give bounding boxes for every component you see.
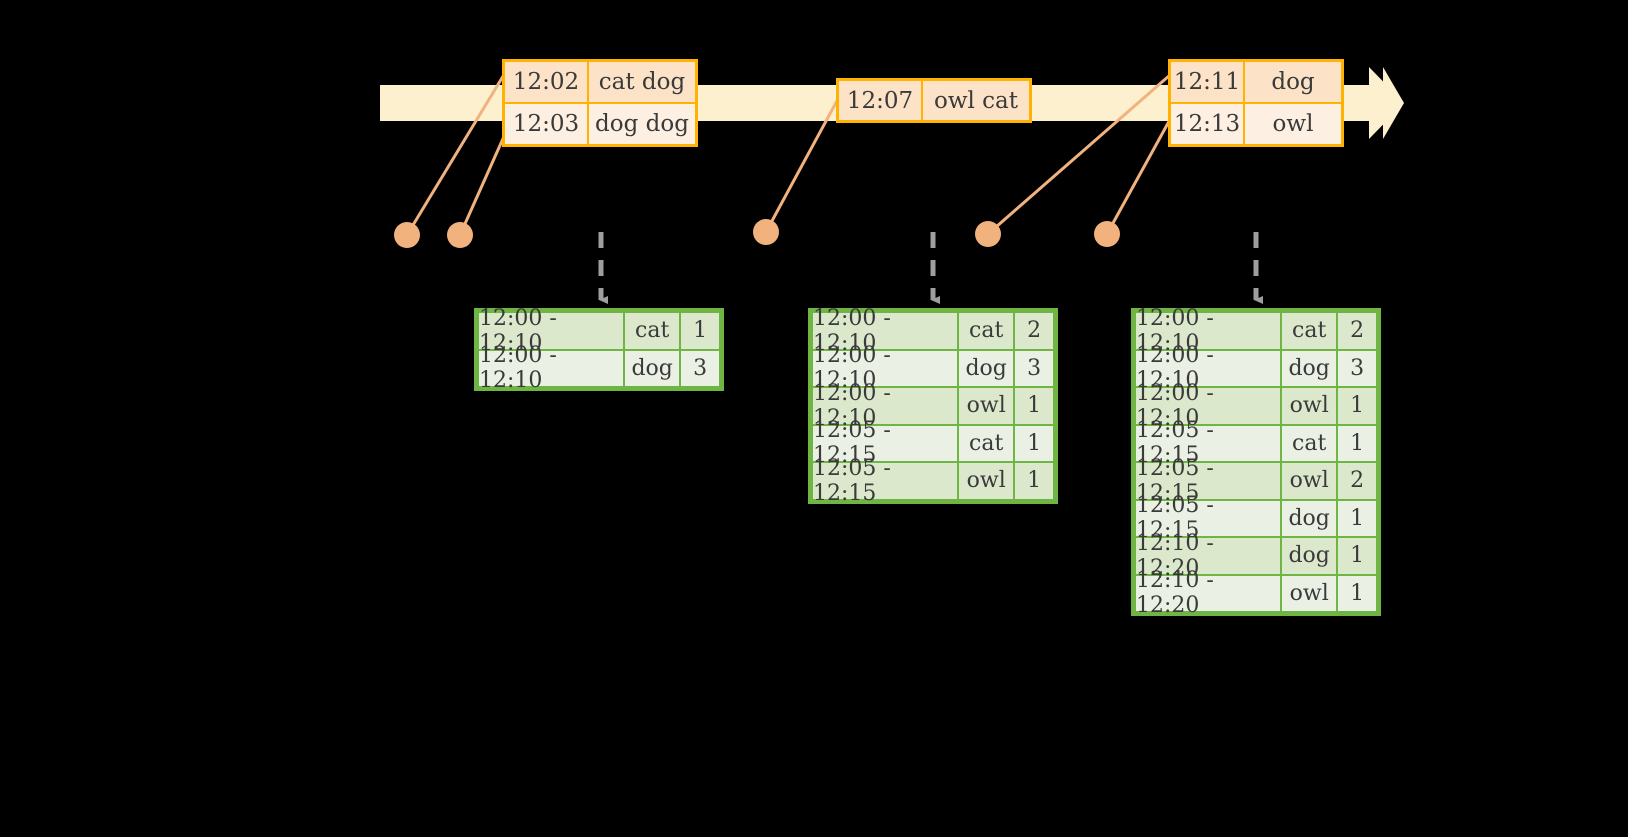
cell-word: owl xyxy=(958,387,1015,425)
event-words: dog dog xyxy=(589,104,695,144)
cell-count: 1 xyxy=(1014,424,1054,462)
cell-count: 3 xyxy=(1014,349,1054,387)
cell-count: 3 xyxy=(1337,349,1377,387)
cell-word: owl xyxy=(958,462,1015,500)
event-time: 12:11 xyxy=(1171,62,1245,102)
cell-word: owl xyxy=(1281,462,1338,500)
cell-window: 12:00 - 12:10 xyxy=(812,306,959,356)
cell-word: cat xyxy=(1281,424,1338,462)
cell-window: 12:05 - 12:15 xyxy=(812,418,959,468)
event-words: owl cat xyxy=(923,81,1029,120)
cell-word: dog xyxy=(958,349,1015,387)
event-words: dog xyxy=(1245,62,1341,102)
cell-window: 12:00 - 12:10 xyxy=(812,343,959,393)
event-time: 12:13 xyxy=(1171,104,1245,144)
cell-window: 12:00 - 12:10 xyxy=(1135,306,1282,356)
cell-count: 1 xyxy=(1337,424,1377,462)
cell-count: 1 xyxy=(1014,462,1054,500)
cell-word: cat xyxy=(958,312,1015,350)
cell-word: dog xyxy=(1281,349,1338,387)
cell-window: 12:00 - 12:10 xyxy=(478,306,625,356)
cell-count: 2 xyxy=(1014,312,1054,350)
cell-count: 1 xyxy=(1337,499,1377,537)
event-row[interactable]: 12:11 dog xyxy=(1171,62,1341,102)
cell-word: cat xyxy=(624,312,681,350)
cell-window: 12:05 - 12:15 xyxy=(812,456,959,506)
cell-count: 3 xyxy=(680,349,720,387)
event-row[interactable]: 12:03 dog dog xyxy=(505,102,695,144)
event-group-1[interactable]: 12:02 cat dog 12:03 dog dog xyxy=(502,59,698,147)
event-row[interactable]: 12:02 cat dog xyxy=(505,62,695,102)
cell-word: dog xyxy=(1281,499,1338,537)
cell-word: cat xyxy=(1281,312,1338,350)
cell-window: 12:00 - 12:10 xyxy=(1135,381,1282,431)
cell-word: dog xyxy=(624,349,681,387)
event-row[interactable]: 12:13 owl xyxy=(1171,102,1341,144)
event-time: 12:03 xyxy=(505,104,589,144)
cell-window: 12:00 - 12:10 xyxy=(478,343,625,393)
connector-1 xyxy=(394,67,510,248)
cell-word: cat xyxy=(958,424,1015,462)
cell-word: owl xyxy=(1281,574,1338,612)
cell-window: 12:10 - 12:20 xyxy=(1135,568,1282,618)
event-time: 12:07 xyxy=(839,81,923,120)
cell-window: 12:05 - 12:15 xyxy=(1135,456,1282,506)
cell-count: 2 xyxy=(1337,462,1377,500)
event-words: owl xyxy=(1245,104,1341,144)
event-group-3[interactable]: 12:11 dog 12:13 owl xyxy=(1168,59,1344,147)
cell-count: 1 xyxy=(1337,574,1377,612)
event-words: cat dog xyxy=(589,62,695,102)
cell-count: 1 xyxy=(680,312,720,350)
cell-window: 12:10 - 12:20 xyxy=(1135,531,1282,581)
cell-word: owl xyxy=(1281,387,1338,425)
event-group-2[interactable]: 12:07 owl cat xyxy=(836,78,1032,123)
cell-count: 2 xyxy=(1337,312,1377,350)
connector-5 xyxy=(1094,104,1180,247)
cell-count: 1 xyxy=(1337,387,1377,425)
connector-3 xyxy=(753,85,847,245)
event-time: 12:02 xyxy=(505,62,589,102)
cell-count: 1 xyxy=(1337,537,1377,575)
cell-word: dog xyxy=(1281,537,1338,575)
dashed-arrows xyxy=(598,232,1263,304)
event-row[interactable]: 12:07 owl cat xyxy=(839,81,1029,120)
cell-count: 1 xyxy=(1014,387,1054,425)
